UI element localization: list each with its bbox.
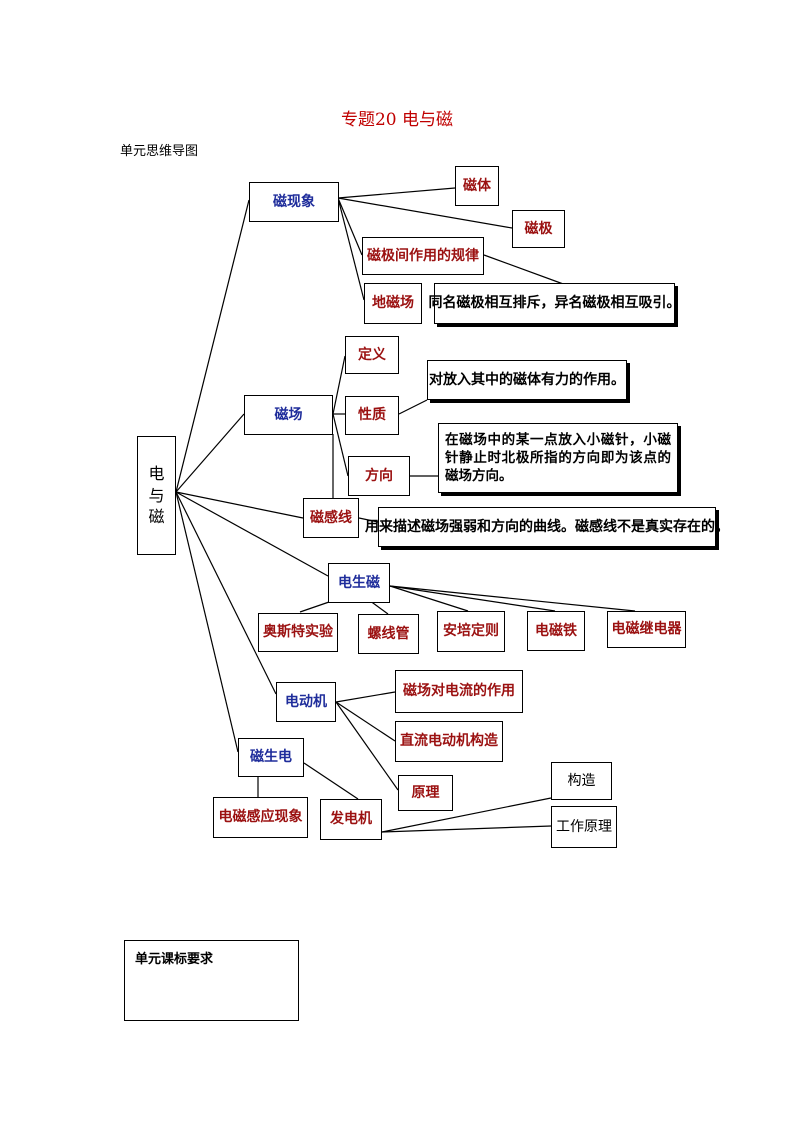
requirements-heading: 单元课标要求 — [135, 952, 214, 967]
node-cichangdui: 磁场对电流的作用 — [395, 670, 523, 713]
node-diancigan: 电磁感应现象 — [213, 797, 308, 838]
node-aosite: 奥斯特实验 — [258, 613, 338, 652]
node-dicichang: 地磁场 — [364, 283, 422, 324]
node-fadianji: 发电机 — [320, 799, 382, 840]
node-dingyi: 定义 — [345, 336, 399, 374]
root-char: 与 — [148, 485, 165, 505]
node-yuanli: 原理 — [398, 775, 453, 811]
node-fangxiang: 方向 — [348, 456, 410, 496]
node-citi: 磁体 — [455, 166, 499, 206]
root-char: 磁 — [148, 507, 165, 527]
mind-map-heading: 单元思维导图 — [120, 144, 199, 159]
root-char: 电 — [148, 464, 165, 484]
node-luoxianguan: 螺线管 — [358, 614, 419, 654]
node-jidianqi: 电磁继电器 — [607, 611, 686, 648]
note-xingzhi: 对放入其中的磁体有力的作用。 — [427, 360, 627, 400]
node-zhiliu: 直流电动机构造 — [395, 721, 503, 762]
node-cigan: 磁感线 — [303, 498, 359, 538]
node-cijijian: 磁极间作用的规律 — [362, 237, 484, 275]
root-node-dian-yu-ci: 电 与 磁 — [137, 436, 176, 555]
requirements-box: 单元课标要求 — [124, 940, 299, 1021]
note-cigan: 用来描述磁场强弱和方向的曲线。磁感线不是真实存在的。 — [365, 507, 729, 547]
node-gongzuo: 工作原理 — [551, 806, 617, 848]
node-cichang: 磁场 — [244, 395, 333, 435]
node-diandongji: 电动机 — [276, 682, 336, 722]
node-dianshengci: 电生磁 — [328, 563, 390, 603]
note-cijijian-rule: 同名磁极相互排斥，异名磁极相互吸引。 — [429, 283, 681, 324]
node-gouzao: 构造 — [551, 762, 612, 800]
node-cishengdian: 磁生电 — [238, 738, 304, 777]
node-xingzhi: 性质 — [345, 396, 399, 435]
page-title: 专题20 电与磁 — [340, 110, 454, 130]
note-fangxiang: 在磁场中的某一点放入小磁针，小磁针静止时北极所指的方向即为该点的磁场方向。 — [438, 423, 678, 493]
node-cixianxiang: 磁现象 — [249, 182, 339, 222]
node-anpei: 安培定则 — [437, 611, 505, 652]
node-ciji: 磁极 — [512, 210, 565, 248]
node-diancitie: 电磁铁 — [527, 611, 585, 651]
